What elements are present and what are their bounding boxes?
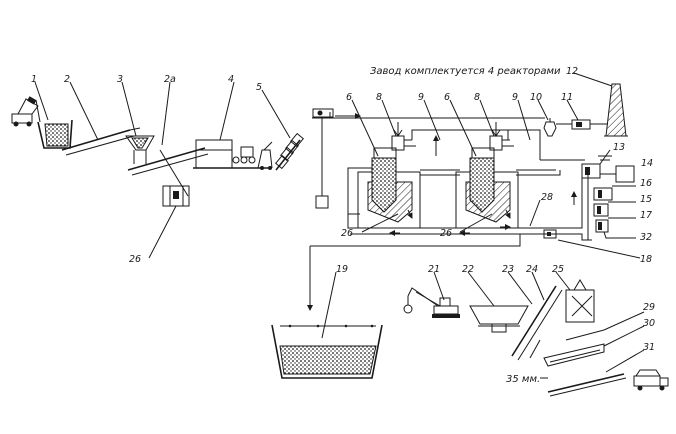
chimney-icon <box>604 83 628 137</box>
screen-deck-29-30 <box>543 329 605 367</box>
hopper-22 <box>469 305 529 333</box>
reactor-6-right <box>455 122 519 229</box>
label-8-left: 8 <box>376 92 382 103</box>
label-6-left: 6 <box>346 92 352 103</box>
label-26-mid: 26 <box>341 228 353 239</box>
crusher-hopper-3 <box>125 135 155 164</box>
label-2a: 2а <box>164 74 176 85</box>
label-2: 2 <box>64 74 70 85</box>
unit-11 <box>556 119 608 130</box>
pump-18 <box>543 229 557 239</box>
label-11: 11 <box>561 92 573 103</box>
unit-15 <box>593 203 609 217</box>
label-21: 21 <box>428 264 440 275</box>
excavator-21 <box>403 287 460 318</box>
label-13: 13 <box>613 142 625 153</box>
label-29: 29 <box>643 302 655 313</box>
dump-truck-left <box>11 96 39 127</box>
label-10: 10 <box>530 92 542 103</box>
label-9-left: 9 <box>418 92 424 103</box>
label-24: 24 <box>526 264 538 275</box>
label-15: 15 <box>640 194 652 205</box>
receiving-bunker-1 <box>35 99 73 149</box>
fan-icon <box>543 118 557 137</box>
pipe-network <box>307 108 592 311</box>
dryer-drum-26 <box>162 185 190 207</box>
fan-10 <box>543 118 557 137</box>
unit-16 <box>593 187 613 201</box>
unit-17 <box>595 219 609 233</box>
loader-crane-icon <box>257 141 273 170</box>
belt-conveyor-31 <box>547 373 627 397</box>
label-30: 30 <box>643 318 655 329</box>
label-9-right: 9 <box>512 92 518 103</box>
label-26-left: 26 <box>129 254 141 265</box>
label-12: 12 <box>566 66 578 77</box>
label-4: 4 <box>228 74 234 85</box>
label-19: 19 <box>336 264 348 275</box>
size-note: 35 мм. <box>506 374 540 385</box>
storage-pit-19 <box>271 324 383 379</box>
vibroscreen-25 <box>565 279 595 323</box>
belt-conveyor-2 <box>61 127 141 156</box>
dump-truck-right <box>633 369 669 391</box>
label-14: 14 <box>641 158 653 169</box>
label-32: 32 <box>640 232 652 243</box>
label-17: 17 <box>640 210 652 221</box>
label-6-right: 6 <box>444 92 450 103</box>
unit-32 <box>603 231 612 239</box>
label-31: 31 <box>643 342 655 353</box>
label-23: 23 <box>502 264 514 275</box>
chimney-12 <box>604 83 628 137</box>
label-5: 5 <box>256 82 262 93</box>
label-22: 22 <box>462 264 474 275</box>
packing-machine-4 <box>193 139 268 169</box>
reactor-6-left <box>357 122 421 229</box>
dump-truck-icon <box>633 369 669 391</box>
label-1: 1 <box>31 74 37 85</box>
dump-truck-icon <box>11 96 39 127</box>
screen-conveyor-23 <box>511 285 563 361</box>
unit-14 <box>600 165 635 183</box>
label-8-right: 8 <box>474 92 480 103</box>
sieve-24 <box>529 339 541 359</box>
label-28: 28 <box>541 192 553 203</box>
label-26-right: 26 <box>440 228 452 239</box>
label-18: 18 <box>640 254 652 265</box>
label-16: 16 <box>640 178 652 189</box>
heat-exchanger-13 <box>581 155 612 179</box>
plant-note: Завод комплектуется 4 реакторами <box>370 66 561 77</box>
label-25: 25 <box>552 264 564 275</box>
bag-stack-5 <box>275 132 304 171</box>
excavator-icon <box>403 287 460 318</box>
label-3: 3 <box>117 74 123 85</box>
